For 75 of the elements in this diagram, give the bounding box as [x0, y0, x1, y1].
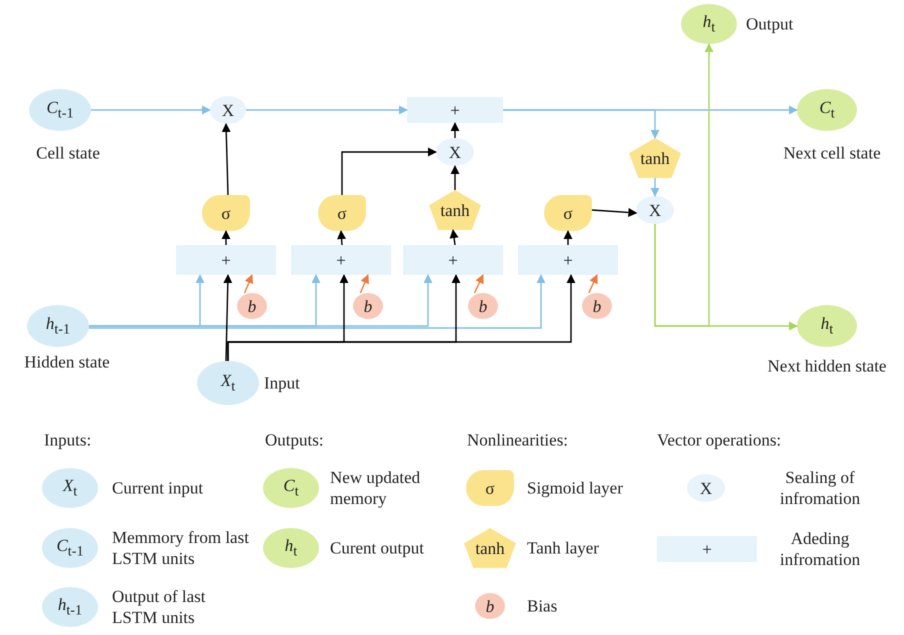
bias-circle: b	[475, 593, 505, 619]
arrow	[91, 106, 211, 114]
legend-heading: Inputs:	[44, 429, 92, 451]
sigmoid-shape: σ	[202, 195, 250, 231]
multiply-circle: X	[687, 474, 725, 502]
arrow	[88, 274, 546, 329]
arrow	[337, 230, 346, 246]
legend-heading: Vector operations:	[657, 429, 782, 451]
output-ellipse: h$_{t}$	[263, 528, 319, 568]
sum-bar: +	[657, 536, 757, 562]
legend-description: Curent output	[330, 537, 424, 559]
legend-description: Output of last LSTM units	[112, 586, 206, 628]
arrow	[222, 123, 231, 196]
output-ellipse: C$_{t}$	[263, 468, 319, 508]
sum-bar: +	[291, 245, 391, 275]
legend-heading: Outputs:	[265, 429, 324, 451]
arrow	[450, 122, 460, 138]
multiply-circle: X	[210, 96, 246, 124]
tanh-pentagon: tanh	[464, 528, 516, 568]
output-ellipse: C$_{t}$	[797, 89, 857, 131]
arrow	[223, 274, 232, 362]
arrow	[222, 230, 230, 245]
bias-circle: b	[582, 293, 612, 319]
arrow	[341, 148, 437, 195]
arrow	[360, 274, 369, 294]
node-caption: Input	[264, 372, 300, 394]
node-caption: Hidden state	[24, 351, 110, 373]
node-caption: Output	[746, 13, 794, 35]
arrow	[650, 178, 660, 197]
legend-description: Sealing of infromation	[778, 466, 862, 510]
tanh-pentagon: tanh	[629, 138, 681, 178]
node-caption: Next hidden state	[768, 355, 886, 377]
input-ellipse: X$_{t}$	[197, 361, 259, 405]
output-ellipse: h$_{t}$	[797, 305, 857, 347]
legend-description: Adeding infromation	[778, 528, 862, 570]
arrow	[450, 229, 459, 246]
tanh-pentagon: tanh	[429, 190, 481, 230]
node-caption: Next cell state	[783, 142, 881, 164]
sum-bar: +	[518, 245, 618, 275]
arrow	[450, 165, 460, 190]
output-ellipse: h$_{t}$	[681, 4, 737, 44]
legend-heading: Nonlinearities:	[467, 429, 568, 451]
legend-description: Bias	[527, 595, 558, 617]
input-ellipse: C$_{t-1}$	[29, 89, 91, 131]
sum-bar: +	[176, 245, 276, 275]
input-ellipse: X$_{t}$	[42, 468, 98, 508]
legend-description: Sigmoid layer	[527, 477, 623, 499]
input-ellipse: C$_{t-1}$	[42, 528, 98, 568]
arrow	[246, 106, 408, 114]
bias-circle: b	[237, 293, 267, 319]
arrow	[654, 224, 798, 330]
bias-circle: b	[468, 293, 498, 319]
legend-description: Memmory from last LSTM units	[112, 526, 250, 570]
arrow	[564, 230, 572, 245]
sum-bar: +	[407, 97, 503, 123]
sigmoid-shape: σ	[466, 470, 514, 506]
legend-description: Current input	[112, 477, 204, 499]
arrow	[227, 274, 576, 361]
legend-description: New updated memory	[330, 466, 422, 510]
multiply-circle: X	[636, 196, 674, 224]
arrow	[592, 208, 638, 217]
arrow	[244, 274, 254, 294]
sigmoid-shape: σ	[544, 195, 592, 231]
sum-bar: +	[403, 245, 503, 275]
sigmoid-shape: σ	[318, 195, 366, 231]
arrow	[588, 274, 598, 294]
input-ellipse: h$_{t-1}$	[42, 587, 98, 627]
bias-circle: b	[353, 293, 383, 319]
arrow	[89, 274, 432, 327]
arrow	[474, 274, 484, 294]
legend-description: Tanh layer	[527, 537, 599, 559]
input-ellipse: h$_{t-1}$	[27, 305, 89, 347]
arrow	[503, 109, 660, 139]
node-caption: Cell state	[36, 142, 100, 164]
multiply-circle: X	[436, 138, 474, 166]
